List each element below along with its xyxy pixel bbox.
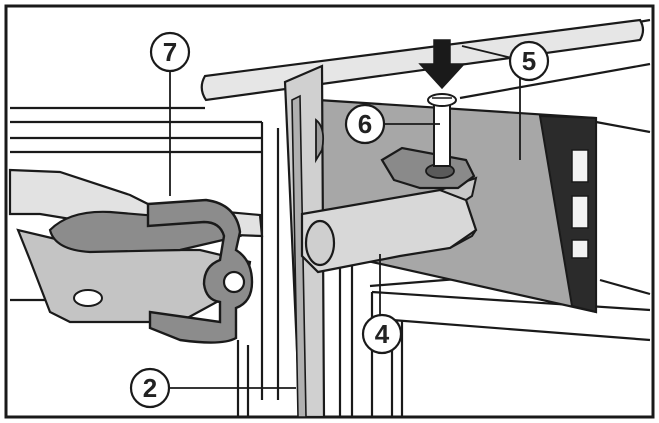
- callout-6: 6: [344, 103, 386, 145]
- clamp-tool: [146, 198, 254, 344]
- arrow-down-icon: [418, 39, 466, 90]
- callout-2: 2: [129, 367, 171, 409]
- callout-7: 7: [149, 31, 191, 73]
- callout-4: 4: [361, 313, 403, 355]
- leader-lines: [168, 45, 521, 389]
- callout-6-label: 6: [358, 109, 372, 139]
- leader-5a: [461, 45, 513, 59]
- screw: [427, 93, 457, 167]
- callout-5: 5: [508, 40, 550, 82]
- callout-2-label: 2: [143, 373, 157, 403]
- callout-7-label: 7: [163, 37, 177, 67]
- callout-4-label: 4: [375, 319, 390, 349]
- callout-5-label: 5: [522, 46, 536, 76]
- bracket-hole: [73, 289, 103, 307]
